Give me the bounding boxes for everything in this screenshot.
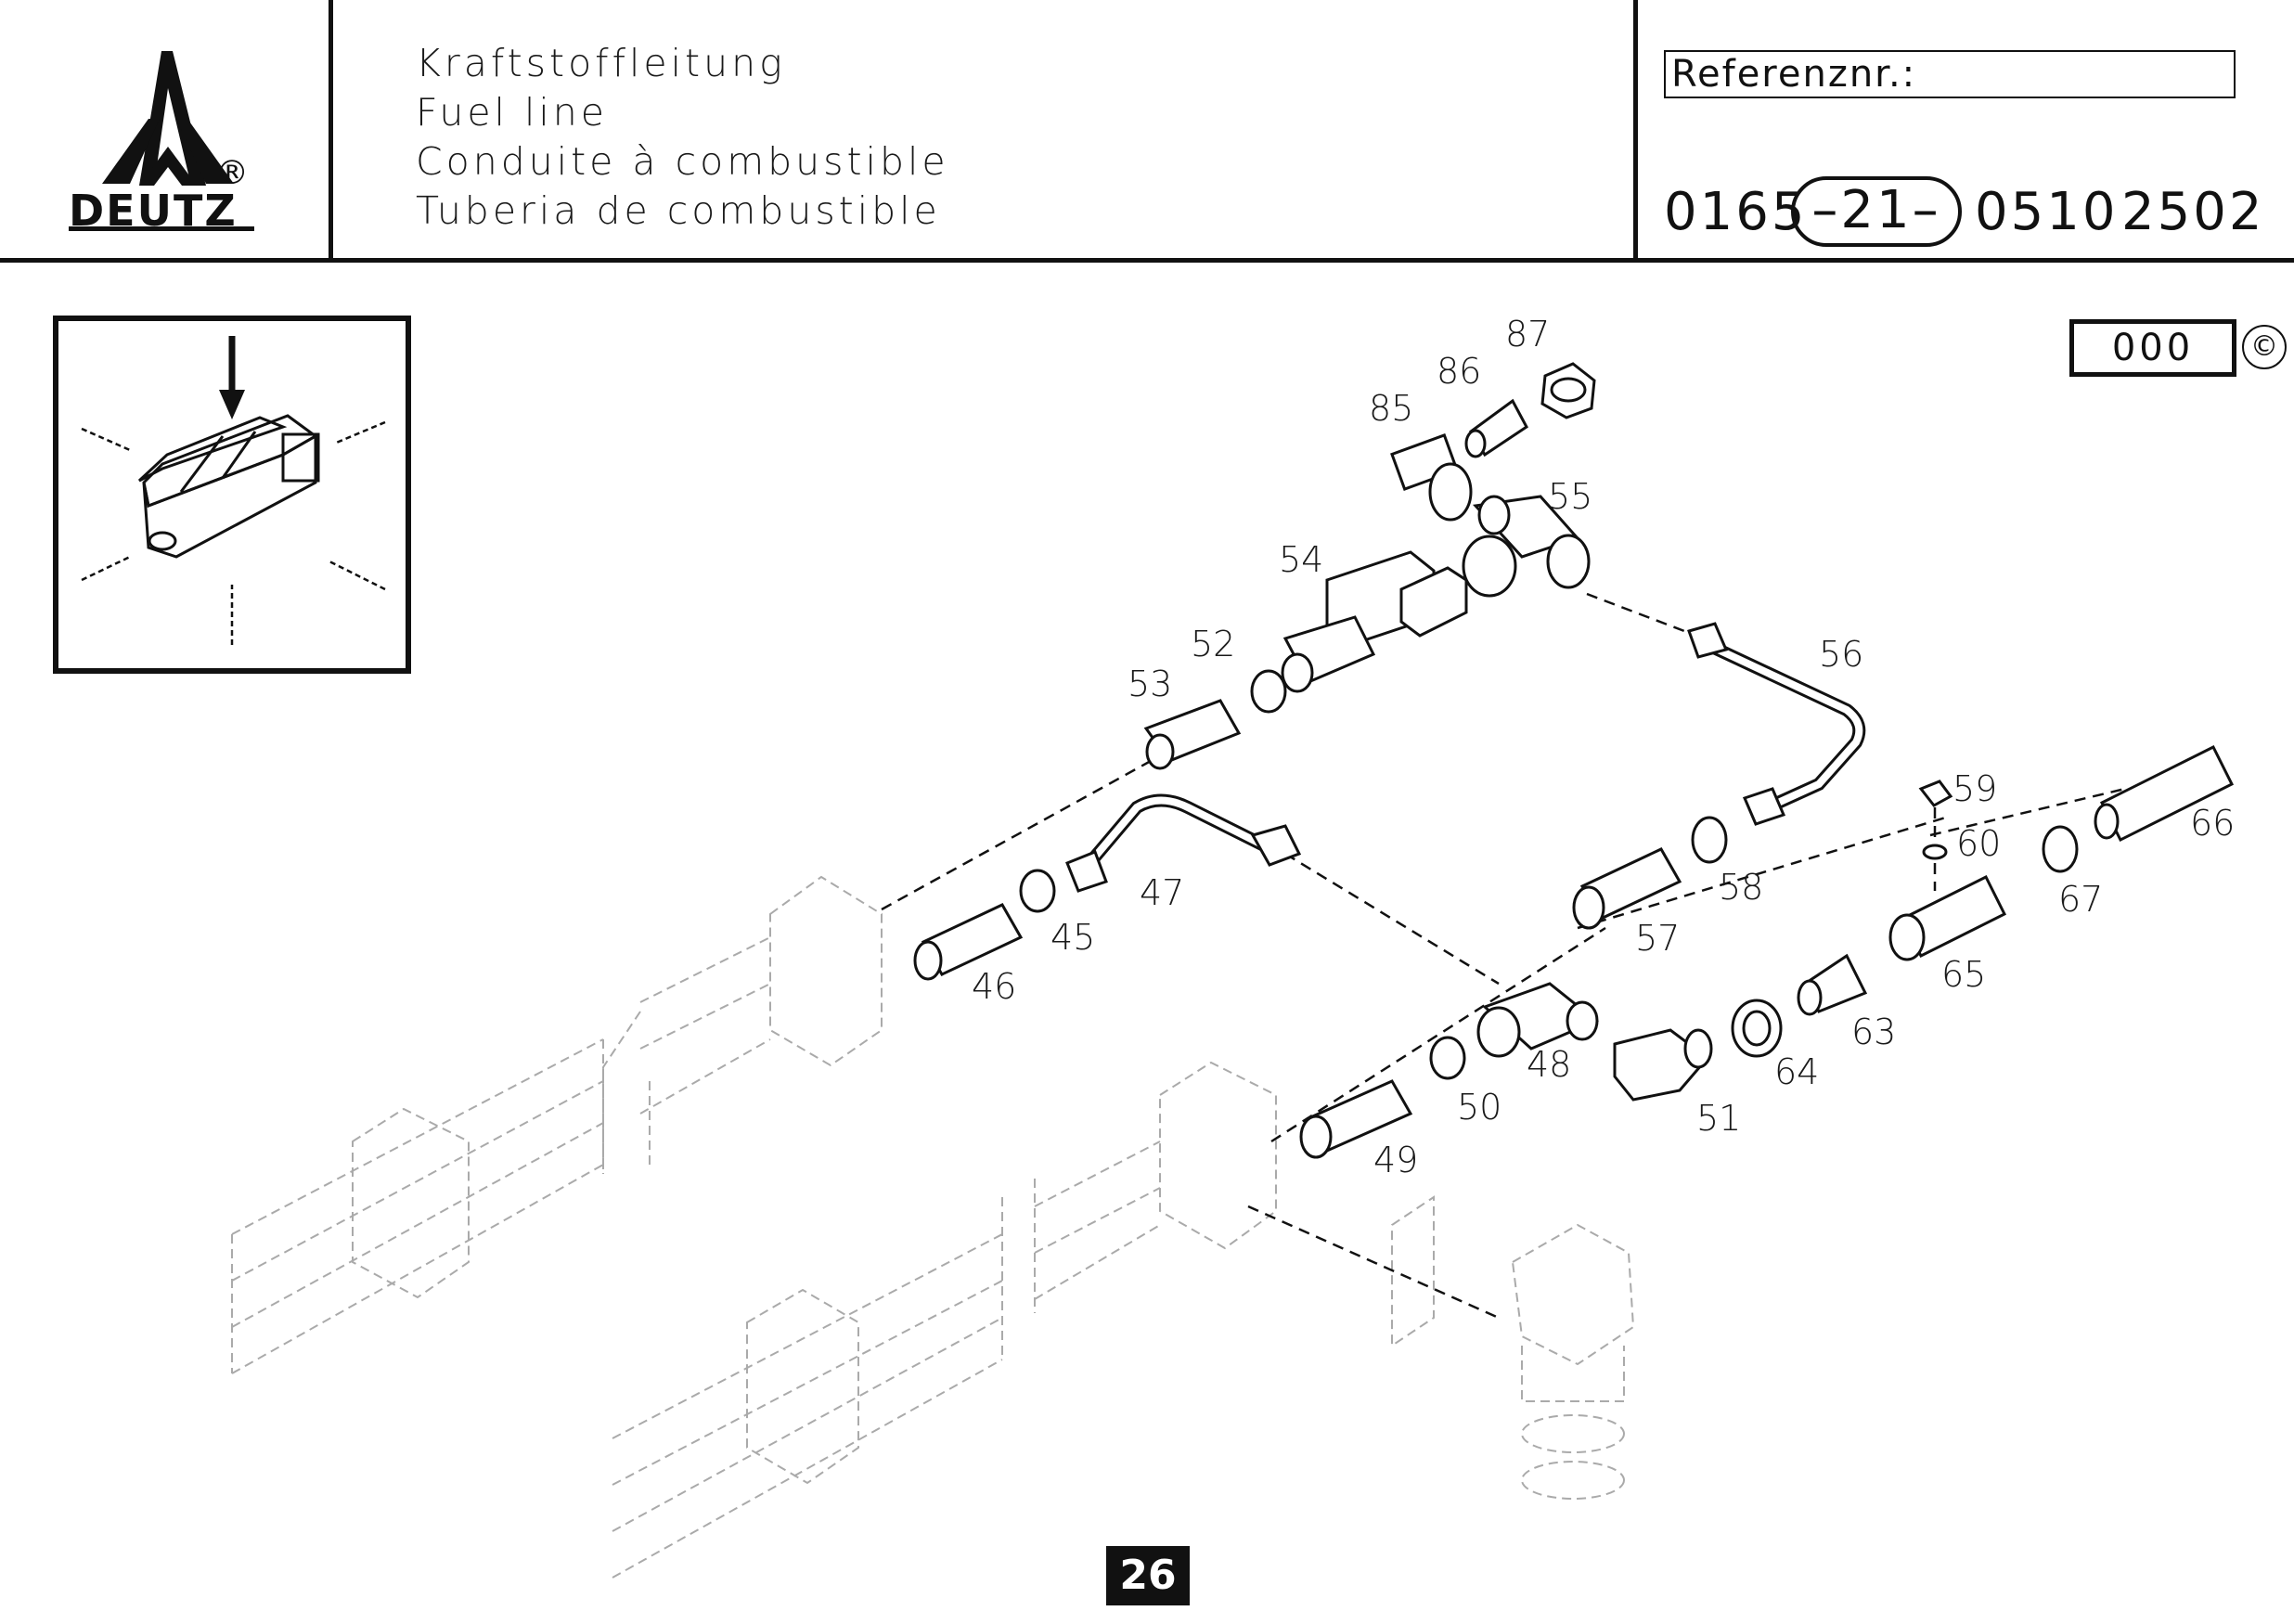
callout-60: 60 <box>1956 823 2001 864</box>
callout-50: 50 <box>1457 1087 1501 1128</box>
title-english: Fuel line <box>416 90 608 135</box>
header-bottom-rule <box>0 258 2294 263</box>
callout-56: 56 <box>1819 634 1863 675</box>
variant-code-box: 000 <box>2069 319 2236 377</box>
callout-66: 66 <box>2190 803 2235 844</box>
engine-ghost-outline <box>231 875 1635 1579</box>
callout-labels: 87 86 85 55 54 52 53 56 59 60 66 67 65 4… <box>972 314 2235 1180</box>
callout-49: 49 <box>1373 1140 1418 1180</box>
callout-63: 63 <box>1851 1012 1896 1052</box>
orientation-inset <box>53 316 411 674</box>
callout-54: 54 <box>1279 539 1323 580</box>
fitting-parts <box>913 362 2235 1159</box>
doc-number-part2: 0510 <box>1975 182 2119 242</box>
callout-48: 48 <box>1527 1044 1571 1085</box>
page-number-badge: 26 <box>1106 1546 1190 1605</box>
callout-67: 67 <box>2058 879 2103 920</box>
callout-64: 64 <box>1774 1051 1819 1092</box>
callout-51: 51 <box>1696 1098 1741 1139</box>
logo-underline <box>69 226 254 231</box>
callout-46: 46 <box>972 966 1016 1007</box>
callout-87: 87 <box>1505 314 1550 354</box>
title-french: Conduite à combustible <box>416 139 949 184</box>
callout-86: 86 <box>1437 351 1481 392</box>
doc-number-part3: 2502 <box>2121 182 2265 242</box>
callout-45: 45 <box>1050 917 1095 958</box>
callout-59: 59 <box>1952 768 1997 809</box>
callout-58: 58 <box>1719 867 1763 908</box>
doc-number-part1: 0165 <box>1664 182 1808 242</box>
inset-fitting-sketch <box>137 414 320 559</box>
registered-mark: ® <box>215 154 249 192</box>
inset-arrow-head <box>219 390 245 419</box>
doc-number-segment: –21– <box>1791 176 1962 247</box>
callout-65: 65 <box>1941 954 1986 995</box>
header-divider-right <box>1633 0 1638 262</box>
callout-57: 57 <box>1635 918 1680 959</box>
callout-55: 55 <box>1548 476 1592 517</box>
callout-53: 53 <box>1128 664 1172 704</box>
title-german: Kraftstoffleitung <box>416 41 786 85</box>
title-spanish: Tuberia de combustible <box>416 188 941 233</box>
header-divider-left <box>329 0 333 262</box>
assembly-leader-lines <box>881 592 2126 1320</box>
callout-85: 85 <box>1369 388 1413 429</box>
inset-dashed-arrows <box>81 420 386 645</box>
callout-52: 52 <box>1191 624 1235 664</box>
copyright-mark: © <box>2242 325 2287 369</box>
reference-field: Referenznr.: <box>1664 50 2236 98</box>
callout-47: 47 <box>1140 872 1184 913</box>
